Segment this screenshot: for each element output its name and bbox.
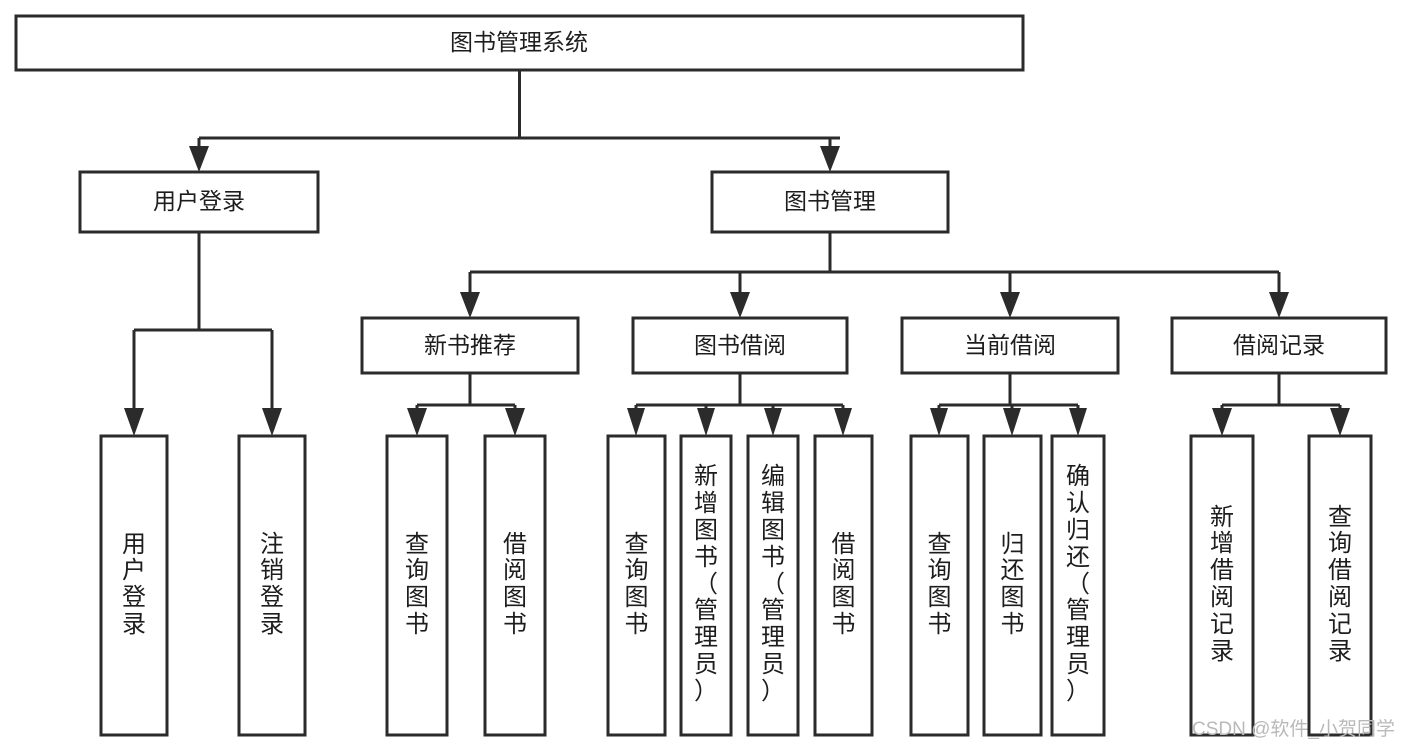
- arrowhead-cb-return-book: [1003, 408, 1021, 436]
- node-current-borrow-box[interactable]: [900, 316, 1120, 375]
- node-user-login-label: 用户登录: [153, 188, 245, 214]
- arrowhead-leaf-logout-login: [262, 408, 282, 436]
- arrowhead-bb-borrow-book: [834, 408, 852, 436]
- arrowhead-cb-query-book: [930, 408, 948, 436]
- leaf-node[interactable]: [746, 434, 800, 737]
- node-book-borrow[interactable]: 图书借阅: [631, 316, 849, 375]
- leaf-node[interactable]: [813, 434, 874, 737]
- leaf-node[interactable]: [99, 434, 169, 737]
- leaf-node-box[interactable]: [909, 434, 970, 737]
- arrowhead-new-book-rec: [460, 292, 480, 318]
- leaf-node[interactable]: [909, 434, 970, 737]
- arrowhead-book-mgmt: [820, 146, 840, 172]
- arrowhead-current-borrow: [1000, 292, 1020, 318]
- leaf-node-box[interactable]: [99, 434, 169, 737]
- node-book-management-box[interactable]: [710, 170, 950, 234]
- node-new-book-recommendation-label: 新书推荐: [424, 332, 516, 358]
- node-new-book-recommendation-box[interactable]: [360, 316, 580, 375]
- arrowhead-bb-add-book: [697, 408, 715, 436]
- leaf-node[interactable]: [1050, 434, 1106, 737]
- leaf-node-box[interactable]: [1050, 434, 1106, 737]
- node-current-borrow-label: 当前借阅: [964, 332, 1056, 358]
- leaf-node[interactable]: [679, 434, 733, 737]
- arrowhead-bb-edit-book: [764, 408, 782, 436]
- leaf-node-layer: [99, 434, 1373, 737]
- node-user-login[interactable]: 用户登录: [78, 170, 320, 234]
- leaf-node-box[interactable]: [982, 434, 1043, 737]
- arrowhead-leaf-user-login: [124, 408, 144, 436]
- leaf-node-box[interactable]: [1189, 434, 1255, 737]
- leaf-node[interactable]: [1307, 434, 1373, 737]
- node-book-management[interactable]: 图书管理: [710, 170, 950, 234]
- leaf-node-box[interactable]: [606, 434, 667, 737]
- node-layer: 图书管理系统 用户登录 图书管理 新书推荐 图书借阅 当前: [14, 14, 1388, 737]
- leaf-node[interactable]: [385, 434, 449, 737]
- arrowhead-br-add-record: [1212, 408, 1232, 436]
- node-borrow-record[interactable]: 借阅记录: [1170, 316, 1388, 375]
- leaf-node[interactable]: [982, 434, 1043, 737]
- leaf-node-box[interactable]: [483, 434, 547, 737]
- leaf-node-box[interactable]: [237, 434, 307, 737]
- leaf-node-box[interactable]: [1307, 434, 1373, 737]
- arrowhead-book-borrow: [730, 292, 750, 318]
- arrowhead-br-query-record: [1330, 408, 1350, 436]
- leaf-node-box[interactable]: [679, 434, 733, 737]
- arrowhead-bb-query-book: [627, 408, 645, 436]
- arrowhead-borrow-record: [1269, 292, 1289, 318]
- node-borrow-record-label: 借阅记录: [1233, 332, 1325, 358]
- node-root-box[interactable]: [14, 14, 1025, 72]
- leaf-node-box[interactable]: [746, 434, 800, 737]
- node-borrow-record-box[interactable]: [1170, 316, 1388, 375]
- node-root-label: 图书管理系统: [450, 29, 588, 55]
- connector-layer: [124, 70, 1350, 436]
- node-current-borrow[interactable]: 当前借阅: [900, 316, 1120, 375]
- leaf-node[interactable]: [483, 434, 547, 737]
- node-book-borrow-box[interactable]: [631, 316, 849, 375]
- leaf-node-box[interactable]: [813, 434, 874, 737]
- node-root[interactable]: 图书管理系统: [14, 14, 1025, 72]
- leaf-node[interactable]: [1189, 434, 1255, 737]
- node-new-book-recommendation[interactable]: 新书推荐: [360, 316, 580, 375]
- arrowhead-nbr-borrow-book: [505, 408, 525, 436]
- arrowhead-user-login: [189, 146, 209, 172]
- node-book-borrow-label: 图书借阅: [694, 332, 786, 358]
- node-user-login-box[interactable]: [78, 170, 320, 234]
- leaf-node-box[interactable]: [385, 434, 449, 737]
- leaf-node[interactable]: [237, 434, 307, 737]
- leaf-node[interactable]: [606, 434, 667, 737]
- node-book-management-label: 图书管理: [784, 188, 876, 214]
- arrowhead-nbr-query-book: [407, 408, 427, 436]
- arrowhead-cb-confirm-return: [1069, 408, 1087, 436]
